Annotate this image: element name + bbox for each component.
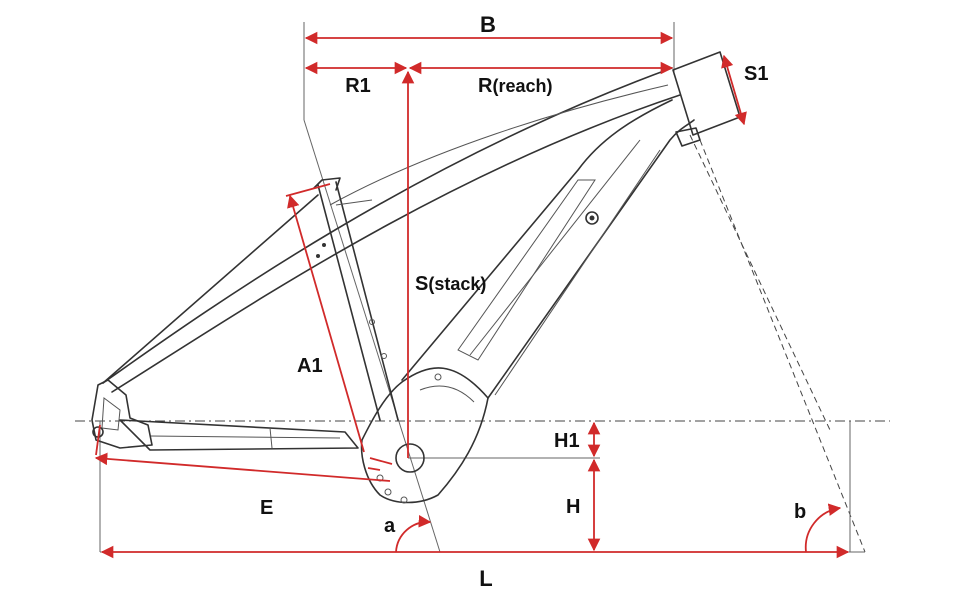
- label-e: E: [260, 497, 273, 519]
- label-s1: S1: [744, 63, 768, 85]
- label-a1: A1: [297, 355, 323, 377]
- dimension-s1-arrow: [721, 54, 747, 126]
- label-a: a: [384, 515, 396, 537]
- dimension-lines: [94, 31, 850, 559]
- dimension-labels: B R1 R(reach) S1 S(stack) A1 H1 H E a b …: [260, 12, 806, 591]
- label-stack: S(stack): [415, 273, 486, 295]
- label-h1: H1: [554, 430, 580, 452]
- label-reach: R(reach): [478, 75, 552, 97]
- angle-a-arc: [395, 514, 432, 553]
- label-b-angle: b: [794, 501, 806, 523]
- label-r1: R1: [345, 75, 371, 97]
- angle-b-arc: [804, 503, 842, 553]
- label-b: B: [480, 12, 496, 37]
- label-l: L: [479, 566, 492, 591]
- dimension-a1-arrow: [287, 194, 365, 453]
- label-h: H: [566, 496, 580, 518]
- dimension-e-arrow: [94, 452, 391, 482]
- bike-frame: [91, 51, 741, 504]
